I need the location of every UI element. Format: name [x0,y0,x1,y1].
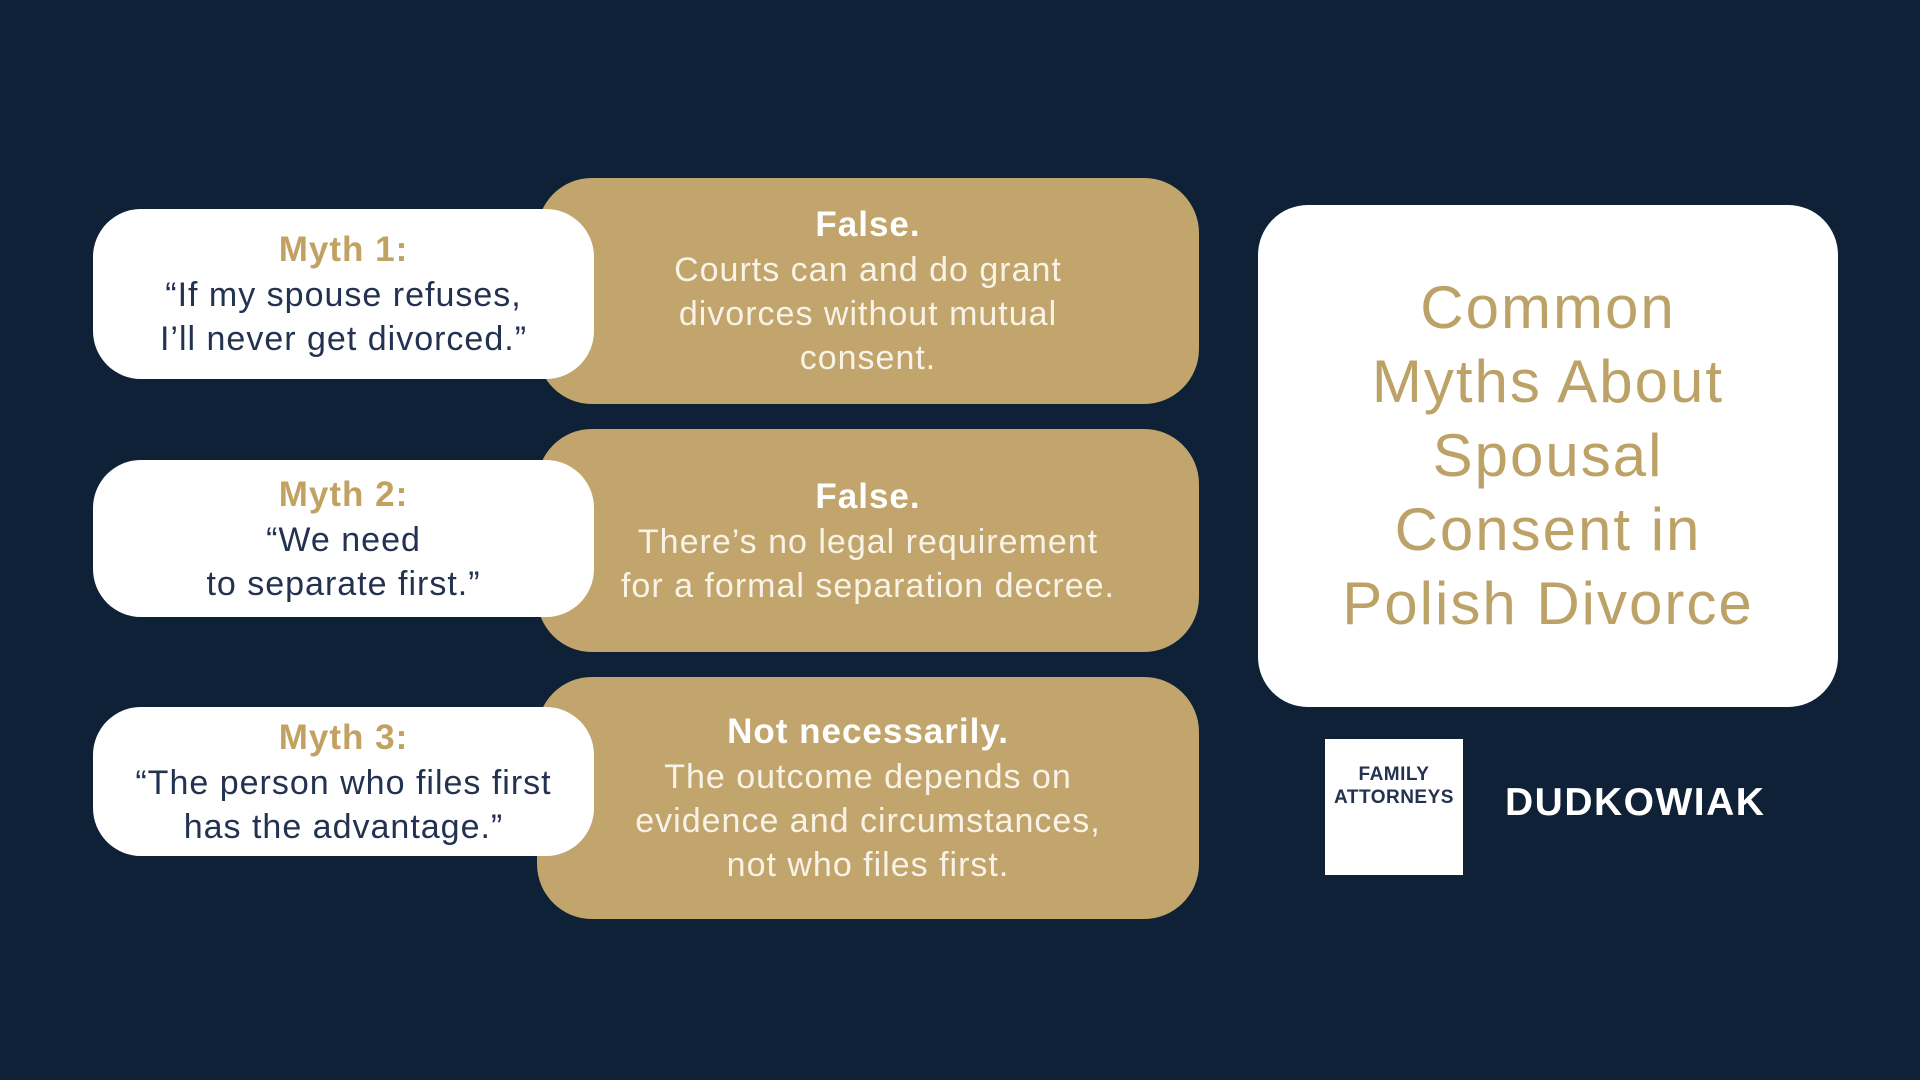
myth-1-quote: “If my spouse refuses,I’ll never get div… [159,276,528,358]
response-2-title: False. [815,476,921,516]
brand-name: DUDKOWIAK [1505,781,1766,824]
myth-3-label: Myth 3: [278,717,409,757]
response-3-title: Not necessarily. [727,712,1009,751]
myth-2-label: Myth 2: [278,474,409,514]
response-1-title: False. [815,205,921,244]
myth-1-label: Myth 1: [278,230,409,269]
myth-1-card: Myth 1: “If my spouse refuses,I’ll never… [93,209,594,379]
